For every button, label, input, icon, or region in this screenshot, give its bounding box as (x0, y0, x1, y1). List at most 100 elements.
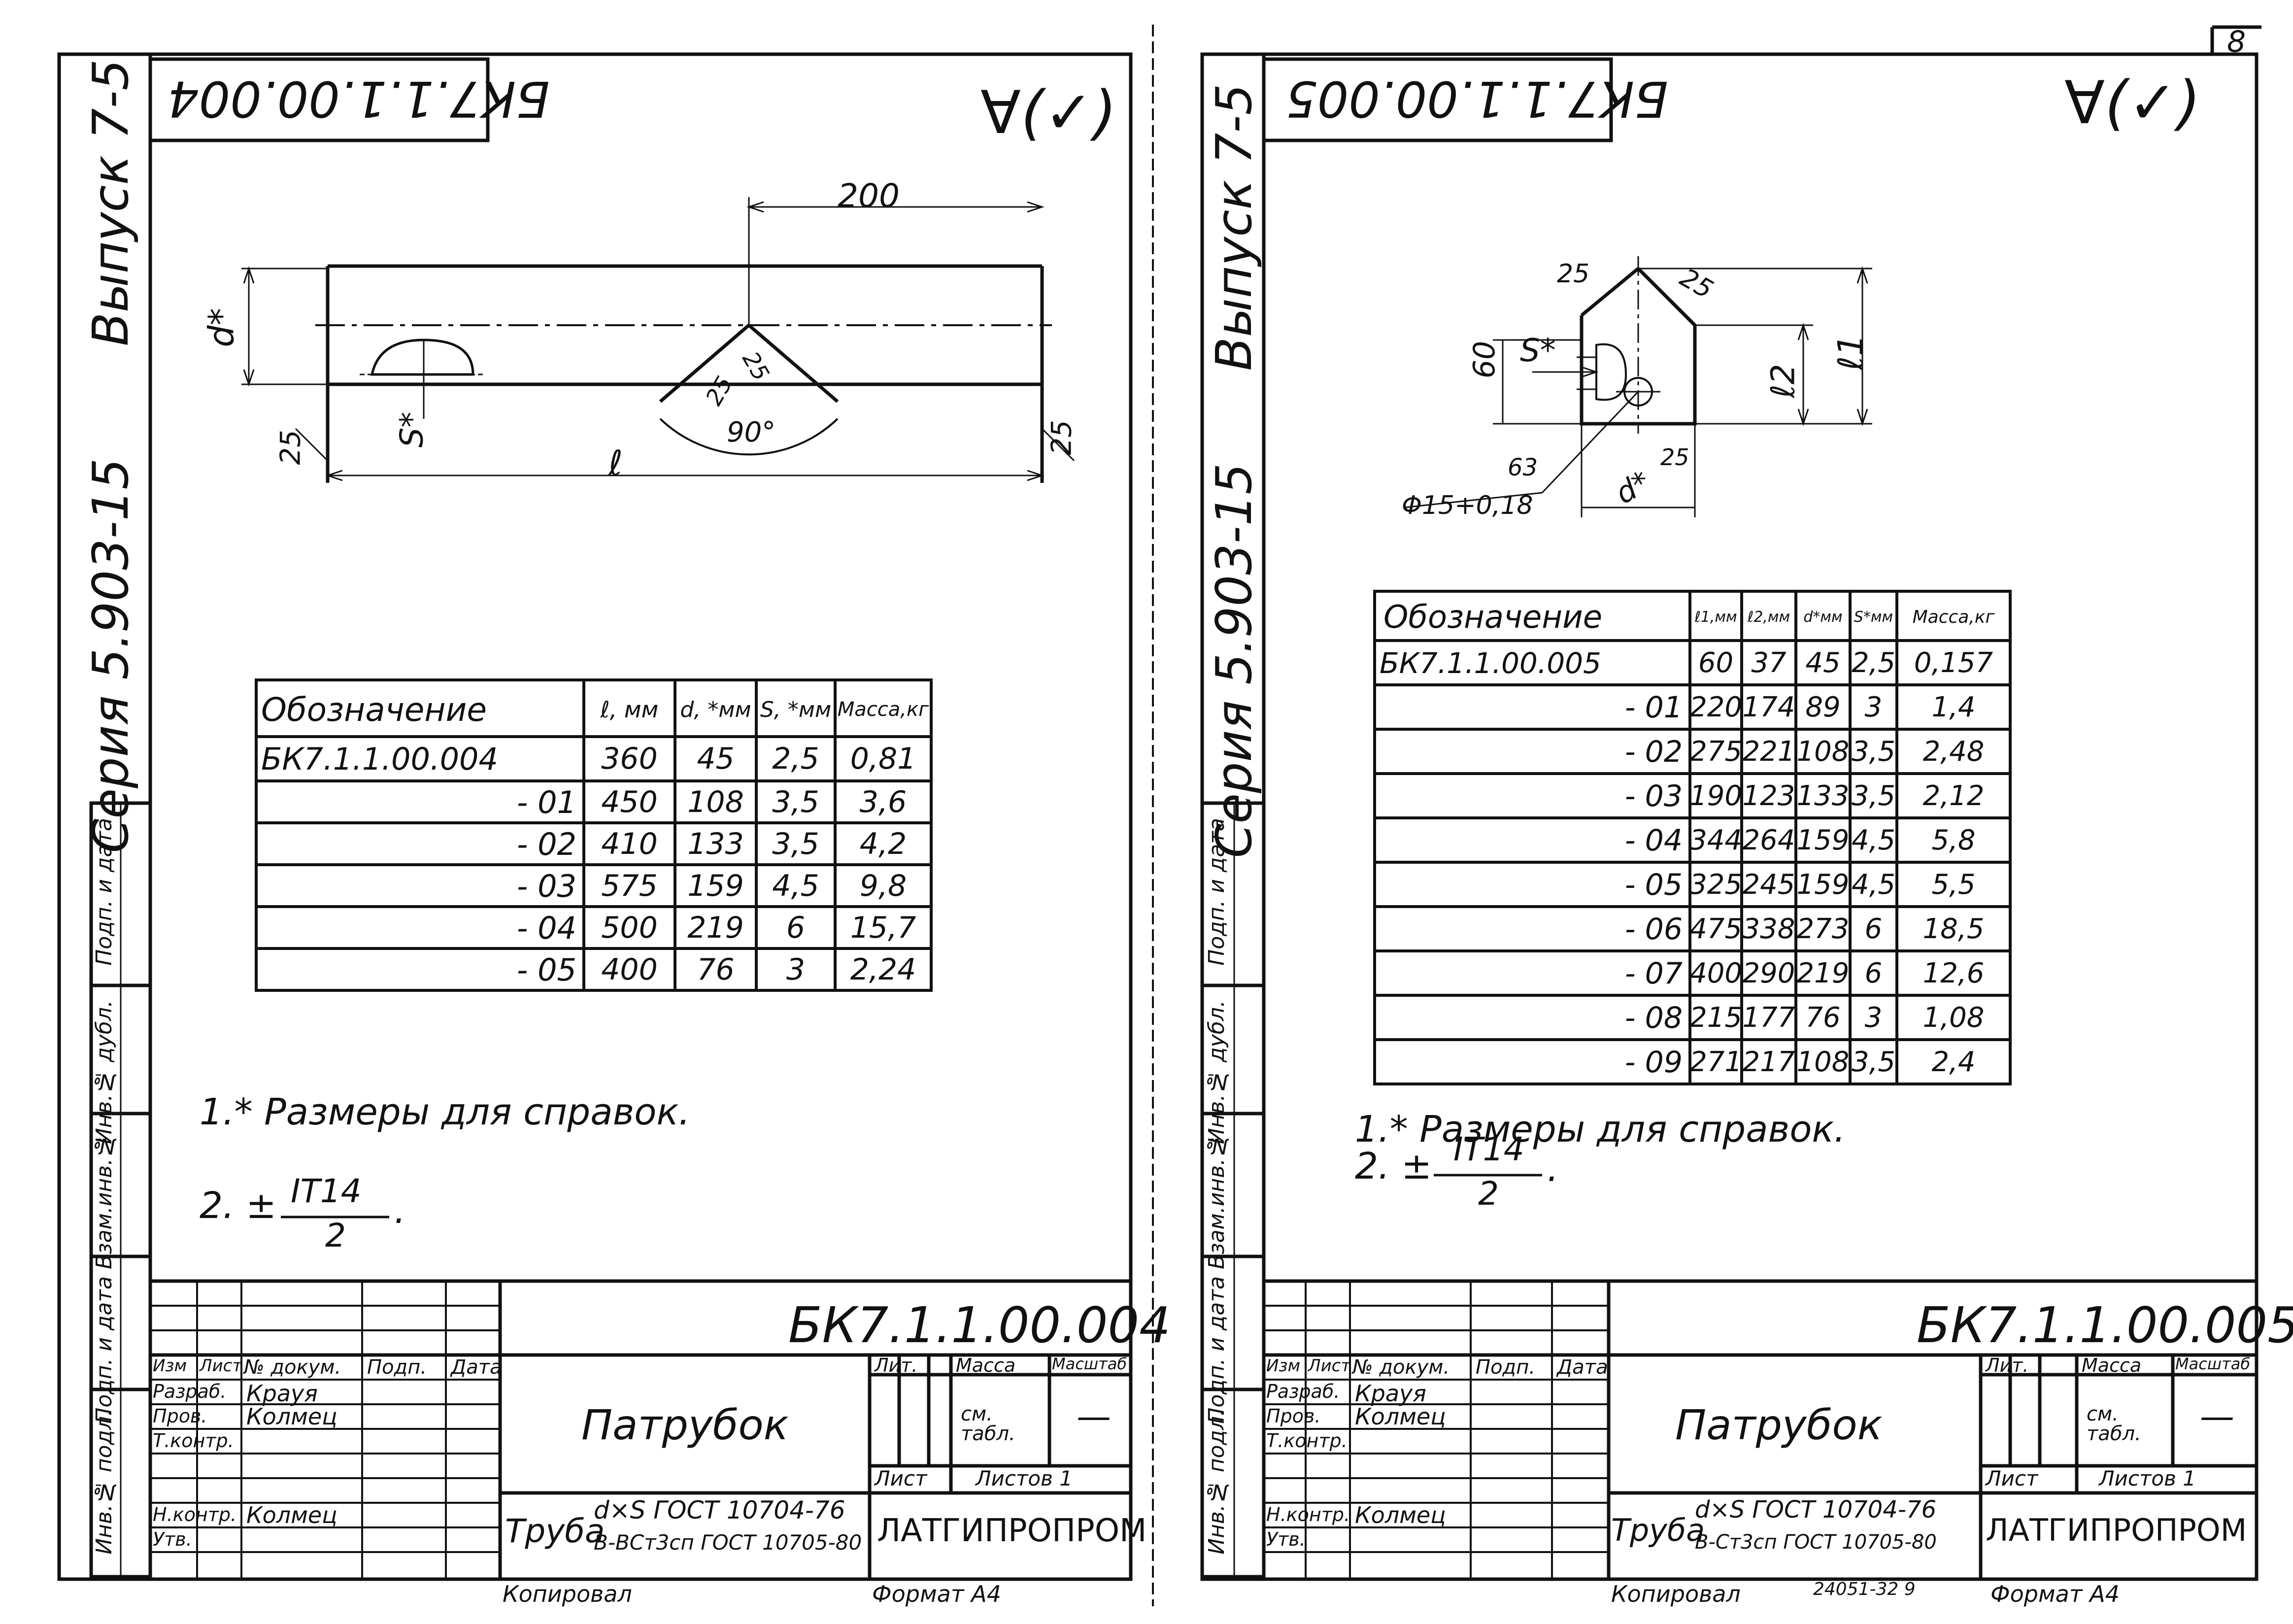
tb-role: Пров. (1266, 1405, 1321, 1427)
table-header: S, *мм (760, 697, 832, 722)
title-block-code: БК7.1.1.00.004 (788, 1296, 1171, 1354)
tb-massa-value: см. табл. (961, 1403, 1015, 1445)
tb-inv-number: 24051-32 9 (1813, 1579, 1916, 1599)
table-cell: 450 (601, 785, 658, 819)
table-cell: - 07 (1624, 956, 1683, 991)
table-cell: 3,5 (1851, 780, 1896, 812)
table-cell: 6 (786, 911, 806, 945)
table-cell: 338 (1742, 913, 1795, 945)
table-cell: 325 (1690, 869, 1742, 901)
table-cell: 2,48 (1922, 736, 1985, 768)
tb-role: Пров. (153, 1405, 207, 1427)
table-cell: 108 (687, 785, 744, 819)
table-cell: - 02 (517, 826, 576, 862)
tb-listov: Листов 1 (2099, 1466, 2196, 1490)
table-cell: - 04 (517, 910, 576, 946)
table-cell: 264 (1742, 824, 1795, 856)
dim-l1: ℓ1 (1830, 334, 1871, 371)
tb-person: Колмец (246, 1403, 337, 1430)
side-col-3: Взам.инв.№ (1204, 1133, 1229, 1270)
table-cell: 89 (1805, 691, 1841, 723)
tb-person: Колмец (1355, 1403, 1446, 1430)
table-cell: 133 (687, 827, 744, 861)
table-cell: 3,5 (772, 785, 819, 819)
table-header: ℓ1,мм (1694, 609, 1737, 626)
table-cell: 9,8 (859, 869, 907, 903)
tb-material-prefix: Труба (505, 1512, 605, 1550)
tb-role: Н.контр. (153, 1504, 237, 1525)
note-2-denominator: 2 (325, 1217, 346, 1254)
tb-material-top: d×S ГОСТ 10704-76 (594, 1496, 845, 1524)
table-cell: 3 (786, 952, 806, 987)
table-cell: 3,5 (1851, 1046, 1896, 1078)
side-col-3: Взам.инв.№ (92, 1133, 117, 1270)
tb-material-prefix: Труба (1611, 1512, 1705, 1548)
tb-lit: Лит. (1986, 1354, 2029, 1376)
side-col-4: Инв.№ дубл. (92, 1000, 117, 1145)
dim-s: S* (1520, 333, 1556, 369)
dim-60: 60 (1467, 340, 1502, 379)
side-label-seria: Серия 5.903-15 (1205, 463, 1263, 858)
table-header: Обозначение (1383, 599, 1603, 636)
dim-200: 200 (838, 177, 900, 215)
side-col-5: Подп. и дата (1204, 818, 1229, 966)
tb-list: Лист (875, 1466, 927, 1490)
side-col-1: Инв.№ подл. (1204, 1409, 1229, 1555)
note-2-prefix: 2. ± (200, 1184, 277, 1227)
tb-header-list: Лист (200, 1356, 242, 1376)
table-cell: - 03 (1624, 778, 1683, 813)
table-cell: 500 (601, 911, 658, 945)
tb-format: Формат А4 (872, 1581, 1001, 1607)
table-header: Масса,кг (1912, 607, 1995, 627)
table-cell: 159 (1796, 869, 1850, 901)
table-cell: 5,8 (1931, 824, 1976, 856)
table-cell: 217 (1742, 1046, 1795, 1078)
table-cell: 3,5 (1851, 736, 1896, 768)
dim-63: 63 (1508, 454, 1538, 481)
table-cell: 344 (1690, 824, 1742, 856)
side-label-vypusk: Выпуск 7-5 (1205, 84, 1263, 371)
table-cell: 2,4 (1931, 1046, 1976, 1078)
table-cell: 2,5 (1851, 647, 1896, 679)
table-cell: 18,5 (1922, 913, 1985, 945)
tb-kopiroval: Копировал (503, 1581, 632, 1607)
table-cell: 410 (601, 827, 658, 861)
table-cell: 2,12 (1922, 780, 1985, 812)
tb-kopiroval: Копировал (1611, 1581, 1741, 1607)
tb-header-podp: Подп. (1476, 1356, 1536, 1379)
table-cell: - 02 (1624, 734, 1683, 769)
table-cell: 215 (1690, 1002, 1742, 1034)
table-header: Обозначение (261, 690, 487, 729)
tb-masshtab: Масштаб (1052, 1354, 1127, 1373)
table-cell: 12,6 (1922, 957, 1985, 989)
tb-masshtab-value: — (2200, 1396, 2234, 1437)
tb-organization: ЛАТГИПРОПРОМ (1986, 1512, 2247, 1548)
tb-material-bottom: В-ВСт3сп ГОСТ 10705-80 (594, 1530, 862, 1555)
title-block-code: БК7.1.1.00.005 (1917, 1296, 2293, 1354)
table-cell: - 05 (517, 951, 576, 988)
table-cell: - 01 (1624, 690, 1683, 725)
table-cell: 2,5 (772, 742, 819, 776)
table-cell: 76 (1805, 1002, 1841, 1034)
table-cell: 475 (1690, 913, 1742, 945)
table-cell: 60 (1698, 647, 1734, 679)
dim-l: ℓ (608, 443, 623, 483)
table-cell: 174 (1742, 691, 1795, 723)
side-col-2: Подп. и дата (92, 1276, 117, 1424)
table-cell: - 06 (1624, 912, 1683, 947)
tb-organization: ЛАТГИПРОПРОМ (877, 1513, 1147, 1549)
table-cell: 219 (1796, 957, 1850, 989)
tb-person: Колмец (1355, 1502, 1446, 1528)
dim-s: S* (394, 411, 431, 448)
table-cell: - 09 (1624, 1045, 1683, 1080)
table-cell: 123 (1742, 780, 1795, 812)
tb-header-data: Дата (451, 1356, 502, 1379)
table-cell: 76 (697, 952, 735, 987)
tb-person: Крауя (246, 1380, 318, 1407)
tb-material-bottom: В-Ст3сп ГОСТ 10705-80 (1695, 1531, 1937, 1554)
table-header: d, *мм (680, 697, 751, 722)
side-label-seria: Серия 5.903-15 (82, 458, 139, 853)
title-block-name: Патрубок (581, 1401, 789, 1449)
table-header: S*мм (1854, 609, 1893, 626)
tb-header-list: Лист (1308, 1356, 1351, 1376)
